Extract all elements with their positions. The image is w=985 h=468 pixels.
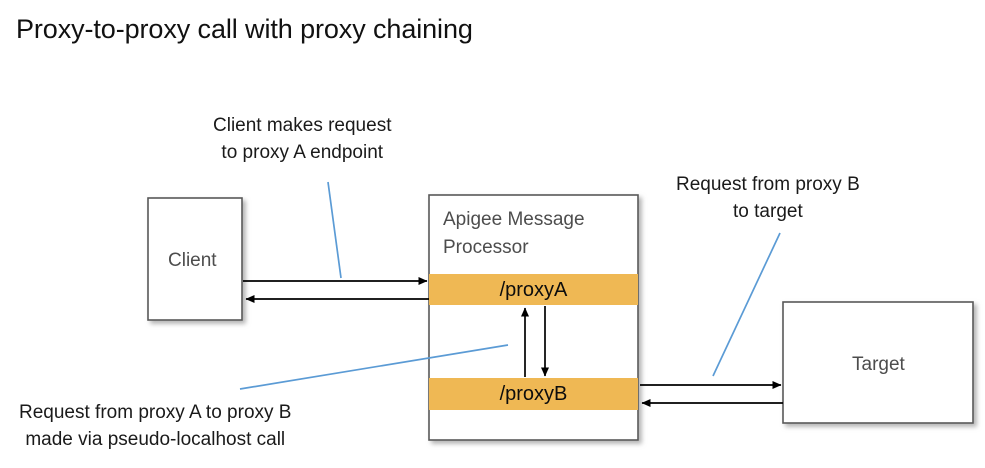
annotation-client-request: Client makes request to proxy A endpoint <box>213 113 391 167</box>
client-label: Client <box>168 250 217 271</box>
proxyb-band <box>429 378 638 410</box>
annotation-client-request-line2: to proxy A endpoint <box>221 141 384 163</box>
annotation-target-request: Request from proxy B to target <box>676 172 860 226</box>
proxya-band <box>429 274 638 305</box>
proxyb-label: /proxyB <box>499 383 568 405</box>
annotation-client-request-line1: Client makes request <box>213 115 392 136</box>
leader-line-chaining-note <box>239 344 509 390</box>
proxya-label: /proxyA <box>499 279 568 301</box>
leader-line-target-note <box>712 232 781 377</box>
leader-line-client-note <box>327 181 342 279</box>
client-box <box>147 197 243 321</box>
annotation-chaining-request: Request from proxy A to proxy B made via… <box>19 400 291 454</box>
message-processor-label: Apigee Message Processor <box>443 209 585 258</box>
annotation-chaining-request-line1: Request from proxy A to proxy B <box>19 402 292 423</box>
target-label: Target <box>852 354 905 375</box>
annotation-target-request-line2: to target <box>733 200 803 222</box>
annotation-target-request-line1: Request from proxy B <box>676 174 860 195</box>
target-box <box>782 301 974 424</box>
page-title: Proxy-to-proxy call with proxy chaining <box>16 14 473 44</box>
annotation-chaining-request-line2: made via pseudo-localhost call <box>25 428 286 450</box>
